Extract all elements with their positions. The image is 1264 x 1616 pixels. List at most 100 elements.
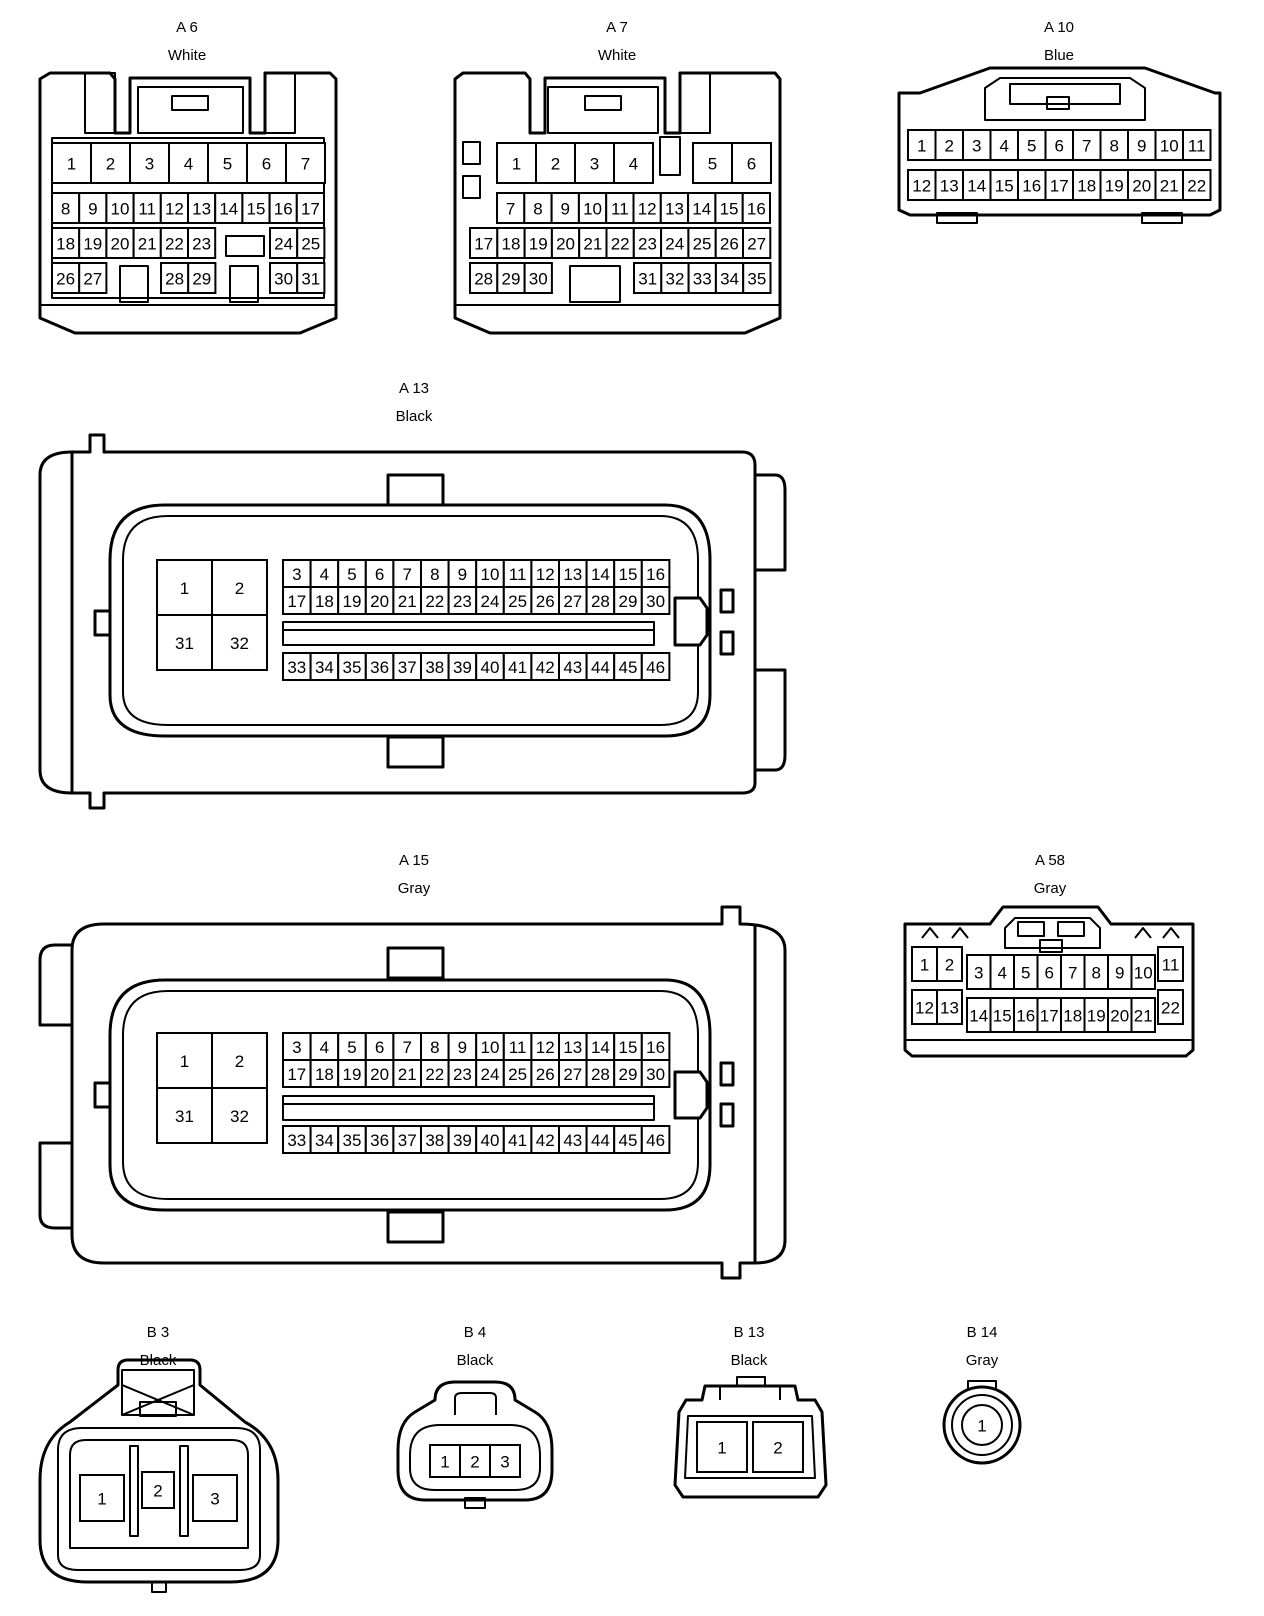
a7-pin-3: 3 [590,155,599,174]
a13-pin-32-cell [211,614,268,671]
a6-pin-2: 2 [106,155,115,174]
a7-pin-19-cell [523,227,553,259]
a10-pin-10-cell [1154,129,1184,161]
a15-pin-36: 36 [370,1131,389,1150]
a10-pin-4: 4 [1000,137,1009,156]
a13-pin-20: 20 [370,592,389,611]
a15-pin-16-cell [640,1032,671,1061]
a13-pin-42-cell [530,652,561,681]
a6-pin-18: 18 [56,235,75,254]
a15-pin-38: 38 [425,1131,444,1150]
a10-pin-17-cell [1044,169,1074,201]
a7-pin-34-cell [714,262,745,294]
connector-a58-color: Gray [1034,880,1067,897]
a7-pin-21: 21 [583,235,602,254]
a7-pin-1: 1 [512,155,521,174]
a13-pin-42: 42 [536,658,555,677]
a15-pin-42-cell [530,1125,561,1154]
a15-pin-30-cell [640,1059,671,1088]
a15-pin-17: 17 [287,1065,306,1084]
a6-pin-28-cell [160,262,190,294]
a15-pin-36-cell [364,1125,395,1154]
a58-pin-1: 1 [920,956,929,975]
b4-pin-3: 3 [500,1453,509,1472]
a10-pin-18-cell [1072,169,1102,201]
a6-pin-4: 4 [184,155,193,174]
a15-pin-31-cell [156,1087,213,1144]
a13-pin-13: 13 [563,565,582,584]
a58-pin-5: 5 [1021,964,1030,983]
b4-pin-1-cell [429,1444,461,1478]
a13-pin-15: 15 [619,565,638,584]
a15-pin-7: 7 [402,1038,411,1057]
a15-pin-15: 15 [619,1038,638,1057]
a6-pin-5: 5 [223,155,232,174]
connector-a7-color: White [598,47,636,64]
a15-pin-45-cell [613,1125,643,1154]
a13-pin-28: 28 [591,592,610,611]
connector-b14-id: B 14 [967,1324,998,1341]
a58-pin-8: 8 [1092,964,1101,983]
a58-pin-3: 3 [974,964,983,983]
a15-pin-35: 35 [343,1131,362,1150]
a7-pin-24: 24 [665,235,684,254]
a10-pin-14: 14 [967,177,986,196]
a13-pin-29: 29 [619,592,638,611]
a15-pin-39: 39 [453,1131,472,1150]
a58-pin-7: 7 [1068,964,1077,983]
connector-a7-id: A 7 [606,19,628,36]
a13-pin-25-cell [502,586,533,615]
a13-pin-21: 21 [398,592,417,611]
a15-pin-3: 3 [292,1038,301,1057]
a13-pin-1-cell [156,559,213,616]
a7-pin-14-cell [687,192,717,224]
a6-pin-9: 9 [88,200,97,219]
a13-pin-32: 32 [230,634,249,653]
a7-pin-35: 35 [747,270,766,289]
a15-pin-23-cell [447,1059,478,1088]
a6-pin-17: 17 [301,200,320,219]
a13-pin-26: 26 [536,592,555,611]
connector-a6-id: A 6 [176,19,198,36]
a15-pin-32: 32 [230,1107,249,1126]
a7-pin-9: 9 [561,200,570,219]
b3-pin-3: 3 [210,1490,219,1509]
a13-pin-16: 16 [646,565,665,584]
a13-pin-12: 12 [536,565,555,584]
a10-pin-18: 18 [1077,177,1096,196]
a6-pin-14-cell [214,192,244,224]
a13-pin-24-cell [475,586,505,615]
a13-pin-11: 11 [509,565,527,584]
a7-pin-11: 11 [611,200,629,219]
a6-pin-18-cell [51,227,81,259]
a10-pin-22: 22 [1187,177,1206,196]
a15-pin-20: 20 [370,1065,389,1084]
a7-pin-27-cell [742,227,772,259]
a13-pin-1: 1 [180,579,189,598]
a10-pin-13: 13 [940,177,959,196]
a7-pin-5: 5 [708,155,717,174]
a7-pin-16-cell [741,192,772,224]
a10-pin-19: 19 [1105,177,1124,196]
a6-pin-21: 21 [138,235,157,254]
a10-pin-12-cell [907,169,937,201]
b14-pin-1: 1 [977,1417,986,1436]
a7-pin-10: 10 [583,200,602,219]
a15-pin-6-cell [364,1032,395,1061]
a6-pin-6: 6 [262,155,271,174]
a7-pin-27: 27 [747,235,766,254]
a6-pin-15-cell [241,192,271,224]
a6-pin-31: 31 [301,270,320,289]
a10-pin-7: 7 [1082,137,1091,156]
a13-pin-38-cell [420,652,450,681]
a7-pin-19: 19 [529,235,548,254]
a13-pin-17: 17 [287,592,306,611]
a10-pin-16: 16 [1022,177,1041,196]
a6-pin-23-cell [187,227,217,259]
